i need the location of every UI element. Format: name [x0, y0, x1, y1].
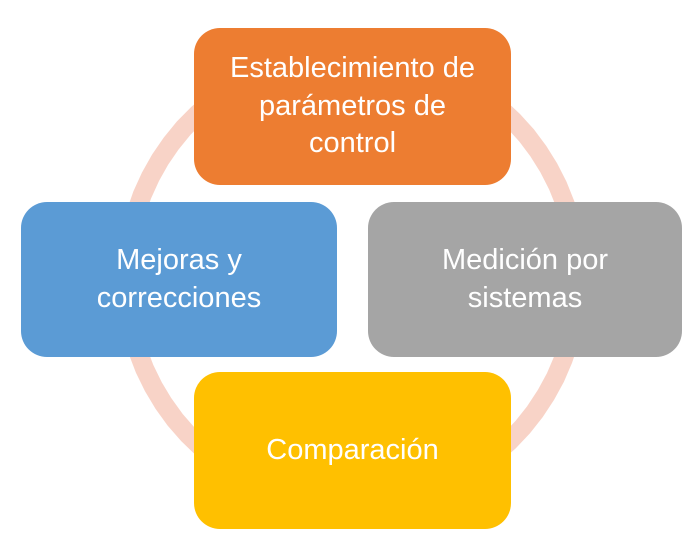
- step-mejoras-correcciones: Mejoras y correcciones: [21, 202, 337, 357]
- step-establecimiento-parametros: Establecimiento de parámetros de control: [194, 28, 511, 185]
- step-comparacion: Comparación: [194, 372, 511, 529]
- step-medicion-sistemas: Medición por sistemas: [368, 202, 682, 357]
